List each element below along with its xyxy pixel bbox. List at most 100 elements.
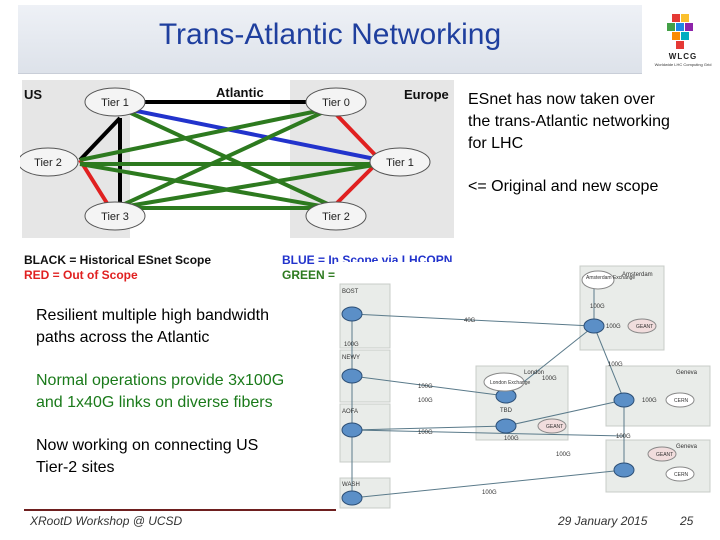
- link-label-ams-100g-a: 100G: [590, 304, 605, 310]
- legend-red: RED = Out of Scope: [24, 268, 138, 282]
- router-newy: [341, 368, 363, 384]
- cloud-eu-tier1: [369, 147, 431, 177]
- link-us1-eu1: [111, 104, 381, 162]
- bullet3-line1: Now working on connecting US: [36, 437, 259, 454]
- logo-subtext: Worldwide LHC Computing Grid: [654, 62, 712, 67]
- link-label-ams-100g-b: 100G: [606, 324, 621, 330]
- link-us1-us2: [78, 116, 122, 162]
- link-label-london-100g: 100G: [542, 376, 557, 382]
- esnet-text-line3: for LHC: [468, 135, 524, 152]
- node-label-geant-ams: GEANT: [636, 324, 653, 330]
- link-bost-ams-40g: [351, 313, 593, 327]
- region-us-label: US: [24, 87, 42, 102]
- link-label-geneva-100g-b: 100G: [642, 398, 657, 404]
- footer-divider: [24, 509, 336, 511]
- link-us2-eu0: [79, 106, 333, 162]
- link-label-bost-100g: 100G: [344, 342, 359, 348]
- link-tbd-geneva: [505, 399, 625, 427]
- bullet1-line2: paths across the Atlantic: [36, 329, 210, 346]
- link-label-aofa-100g-b: 100G: [418, 430, 433, 436]
- router-wash: [341, 490, 363, 506]
- node-cern-top: [665, 392, 695, 408]
- node-geant-ams: [627, 318, 657, 334]
- link-label-wash-100g: 100G: [482, 490, 497, 496]
- link-wash-geneva: [351, 469, 625, 499]
- node-geant-lon: [537, 418, 567, 434]
- cloud-eu-tier2: [305, 201, 367, 231]
- network-map: BOST NEWY AOFA WASH Amsterdam London Gen…: [336, 262, 712, 510]
- router-geneva-top: [613, 392, 635, 408]
- link-aofa-tbd: [351, 425, 507, 431]
- footer-event: XRootD Workshop @ UCSD: [30, 514, 183, 528]
- node-label-cern-top: CERN: [674, 398, 689, 404]
- node-amsterdam-exchange: [581, 270, 615, 290]
- node-label-amsterdam-exchange: Amsterdam Exchange: [586, 275, 635, 281]
- link-us3-eu0: [115, 106, 333, 210]
- esnet-text-line2: the trans-Atlantic networking: [468, 113, 670, 130]
- bullet2-line1: Normal operations provide 3x100G: [36, 372, 285, 389]
- bullet1-line1: Resilient multiple high bandwidth: [36, 307, 270, 324]
- router-bost: [341, 306, 363, 322]
- esnet-text-line1: ESnet has now taken over: [468, 91, 655, 108]
- link-label-geneva-100g-d: 100G: [556, 452, 571, 458]
- link-ams-geneva: [593, 325, 625, 401]
- link-us2-us3: [78, 158, 112, 210]
- footer-date: 29 January 2015: [558, 514, 648, 528]
- node-cern-bottom: [665, 466, 695, 482]
- title-band: [18, 5, 642, 73]
- label-us-tier2: Tier 2: [34, 157, 62, 169]
- region-europe-label: Europe: [404, 87, 449, 102]
- site-label-newy: NEWY: [342, 355, 360, 361]
- link-aofa-geneva: [351, 429, 625, 437]
- node-label-tbd: TBD: [500, 408, 513, 414]
- label-eu-tier1: Tier 1: [386, 157, 414, 169]
- link-us3-eu1: [115, 162, 381, 210]
- cloud-us-tier3: [84, 201, 146, 231]
- region-atlantic-label: Atlantic: [216, 85, 264, 100]
- link-label-london-100g-b: 100G: [504, 436, 519, 442]
- router-tbd: [495, 418, 517, 434]
- site-label-wash: WASH: [342, 482, 360, 488]
- bullet2-line2: and 1x40G links on diverse fibers: [36, 394, 273, 411]
- logo-text: WLCG: [668, 52, 698, 61]
- link-newy-london: [351, 375, 507, 397]
- router-aofa: [341, 422, 363, 438]
- node-label-geant-lon: GEANT: [546, 424, 563, 430]
- cloud-us-tier1: [84, 87, 146, 117]
- logo-cube-cluster: [667, 14, 693, 49]
- link-label-40g: 40G: [464, 318, 476, 324]
- node-geant-gen: [647, 446, 677, 462]
- node-label-cern-bottom: CERN: [674, 472, 689, 478]
- link-us2-eu2: [79, 162, 333, 210]
- site-label-geneva-top: Geneva: [676, 370, 698, 376]
- label-us-tier3: Tier 3: [101, 211, 129, 223]
- slide-title: Trans-Atlantic Networking: [158, 18, 502, 51]
- site-label-aofa: AOFA: [342, 409, 358, 415]
- tier-diagram: Tier 1 Tier 2 Tier 3 Tier 0 Tier 1 Tier …: [20, 78, 472, 288]
- link-eu1-eu2: [330, 158, 382, 210]
- router-geneva-bottom: [613, 462, 635, 478]
- node-label-geant-gen: GEANT: [656, 452, 673, 458]
- label-eu-tier0: Tier 0: [322, 97, 350, 109]
- site-label-london: London: [524, 370, 544, 376]
- link-label-newy-100g: 100G: [418, 384, 433, 390]
- link-label-aofa-100g-a: 100G: [418, 398, 433, 404]
- wlcg-logo: [667, 14, 693, 49]
- site-label-geneva-bottom: Geneva: [676, 444, 698, 450]
- site-label-bost: BOST: [342, 289, 359, 295]
- site-label-amsterdam: Amsterdam: [622, 272, 653, 278]
- cloud-us-tier2: [20, 147, 79, 177]
- label-us-tier1: Tier 1: [101, 97, 129, 109]
- legend-black: BLACK = Historical ESnet Scope: [24, 253, 211, 267]
- bullet3-line2: Tier-2 sites: [36, 459, 115, 476]
- router-amsterdam: [583, 318, 605, 334]
- node-london-exchange: [483, 372, 525, 392]
- link-eu0-eu1: [330, 108, 382, 162]
- link-label-geneva-100g-c: 100G: [616, 434, 631, 440]
- label-eu-tier2: Tier 2: [322, 211, 350, 223]
- node-label-london-exchange: London Exchange: [490, 380, 531, 386]
- scope-note: <= Original and new scope: [468, 178, 659, 195]
- link-label-geneva-100g-a: 100G: [608, 362, 623, 368]
- page-number: 25: [680, 514, 694, 528]
- cloud-eu-tier0: [305, 87, 367, 117]
